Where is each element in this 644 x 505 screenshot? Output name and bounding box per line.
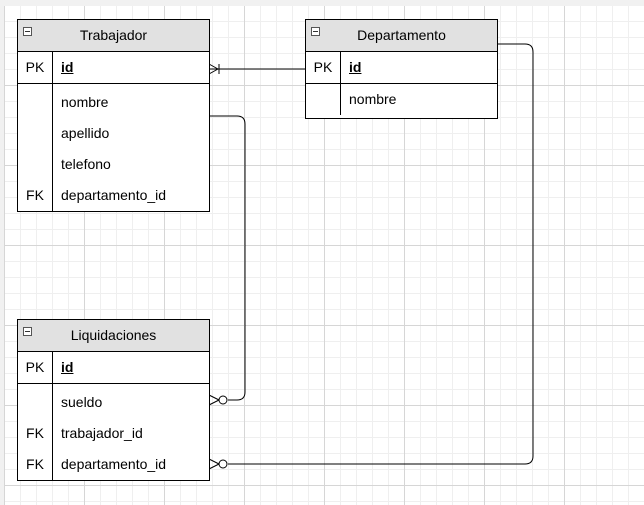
- key-label: FK: [18, 418, 53, 449]
- crowfoot-one-or-many-marker: [208, 63, 220, 75]
- attribute-name: telefono: [61, 156, 111, 172]
- pk-row: PK id: [18, 52, 209, 84]
- field-row: nombre: [18, 87, 209, 118]
- key-label: [18, 149, 53, 180]
- attribute-name: departamento_id: [61, 187, 167, 203]
- pk-row: PK id: [18, 352, 209, 384]
- key-label: FK: [18, 449, 53, 480]
- field-row: nombre: [306, 84, 497, 115]
- field-row: sueldo: [18, 387, 209, 418]
- collapse-icon[interactable]: [23, 327, 32, 336]
- entity-title: Trabajador: [79, 27, 148, 43]
- rel-trabajador-liquidaciones-line: [209, 115, 246, 401]
- field-row: telefono: [18, 149, 209, 180]
- pk-row: PK id: [306, 52, 497, 84]
- key-label: [306, 84, 341, 115]
- spacer: [18, 384, 209, 387]
- entity-header: Liquidaciones: [18, 320, 209, 352]
- attribute-name: nombre: [349, 91, 397, 107]
- canvas-top-edge: [0, 0, 644, 6]
- key-label: [18, 387, 53, 418]
- entity-header: Departamento: [306, 20, 497, 52]
- field-row: apellido: [18, 118, 209, 149]
- crowfoot-zero-or-many-marker: [208, 394, 228, 406]
- key-label: [18, 118, 53, 149]
- attribute-name: id: [61, 59, 74, 75]
- attribute-name: id: [349, 59, 362, 75]
- entity-title: Departamento: [357, 27, 446, 43]
- entity-departamento[interactable]: Departamento PK id nombre: [305, 19, 498, 119]
- field-row: FK departamento_id: [18, 449, 209, 480]
- entity-liquidaciones[interactable]: Liquidaciones PK id sueldo FK trabajador…: [17, 319, 210, 481]
- attribute-name: departamento_id: [61, 456, 167, 472]
- rel-departamento-liquidaciones-line: [228, 43, 534, 465]
- crowfoot-zero-or-many-marker: [208, 458, 228, 470]
- collapse-icon[interactable]: [311, 27, 320, 36]
- field-row: FK trabajador_id: [18, 418, 209, 449]
- canvas-left-edge: [0, 0, 4, 505]
- field-row: FK departamento_id: [18, 180, 209, 211]
- key-label: [18, 87, 53, 118]
- entity-header: Trabajador: [18, 20, 209, 52]
- attribute-name: nombre: [61, 94, 109, 110]
- attribute-name: trabajador_id: [61, 425, 143, 441]
- entity-title: Liquidaciones: [70, 327, 157, 343]
- attribute-name: id: [61, 359, 74, 375]
- key-label: PK: [306, 52, 341, 83]
- attribute-name: apellido: [61, 125, 110, 141]
- spacer: [18, 84, 209, 87]
- key-label: PK: [18, 52, 53, 83]
- key-label: FK: [18, 180, 53, 211]
- entity-trabajador[interactable]: Trabajador PK id nombre apellido telefon…: [17, 19, 210, 212]
- collapse-icon[interactable]: [23, 27, 32, 36]
- attribute-name: sueldo: [61, 394, 103, 410]
- key-label: PK: [18, 352, 53, 383]
